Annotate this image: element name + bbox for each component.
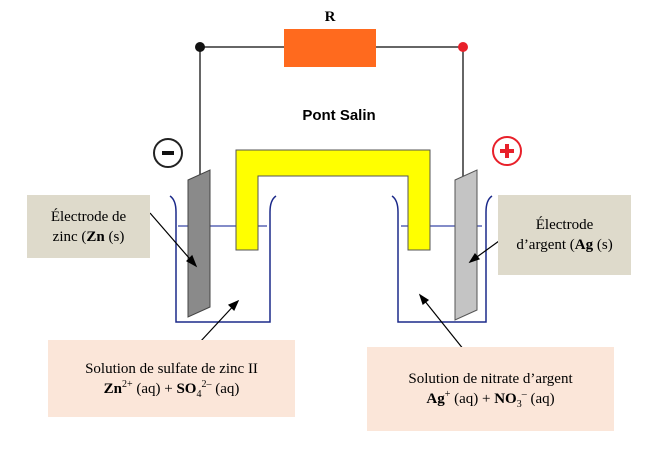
resistor [284, 29, 376, 67]
plus-icon [492, 136, 522, 166]
zinc-solution-label: Solution de sulfate de zinc II Zn2+ (aq)… [48, 340, 295, 417]
sulfate-ion-state: (aq) [211, 380, 240, 397]
silver-solution-name: Solution de nitrate d’argent [408, 371, 573, 387]
zinc-electrode-line1: Électrode de [50, 208, 127, 225]
zinc-symbol: Zn [86, 228, 105, 245]
silver-electrode-line1: Électrode [535, 217, 594, 233]
nitrate-ion-state: (aq) [526, 391, 555, 407]
wire-node-right [458, 42, 468, 52]
zinc-electrode-line2-prefix: zinc ( [52, 228, 87, 245]
silver-ion: Ag [426, 391, 445, 407]
silver-solution-label: Solution de nitrate d’argent Ag+ (aq) + … [367, 347, 614, 431]
zinc-ion-state: (aq) + [132, 380, 177, 397]
zinc-electrode-line2-suffix: (s) [104, 228, 125, 245]
nitrate-ion-subscript: 3 [516, 399, 522, 410]
sulfate-ion-charge: 2– [201, 378, 212, 390]
silver-electrode-line2-prefix: d’argent ( [516, 237, 575, 253]
left-beaker [169, 195, 277, 323]
silver-electrode-line2-suffix: (s) [593, 237, 613, 253]
zinc-solution-name: Solution de sulfate de zinc II [85, 360, 258, 377]
nitrate-ion-charge: – [521, 389, 527, 400]
nitrate-ion: NO [494, 391, 517, 407]
silver-electrode [454, 169, 478, 321]
zinc-ion-charge: 2+ [121, 378, 133, 390]
resistor-label: R [325, 9, 336, 25]
salt-bridge-label: Pont Salin [302, 107, 375, 124]
pointer-arrows [149, 212, 511, 356]
salt-bridge [235, 149, 431, 251]
silver-electrode-label: Électrode d’argent (Ag (s) [498, 195, 631, 275]
zinc-electrode [187, 169, 211, 318]
silver-ion-charge: + [444, 389, 451, 400]
wire-node-left [195, 42, 205, 52]
sulfate-ion-subscript: 4 [196, 388, 202, 400]
zinc-ion: Zn [103, 380, 122, 397]
minus-icon [153, 138, 183, 168]
zinc-electrode-label: Électrode de zinc (Zn (s) [27, 195, 150, 258]
silver-ion-state: (aq) + [450, 391, 495, 407]
sulfate-ion: SO [176, 380, 197, 397]
silver-symbol: Ag [574, 237, 594, 253]
